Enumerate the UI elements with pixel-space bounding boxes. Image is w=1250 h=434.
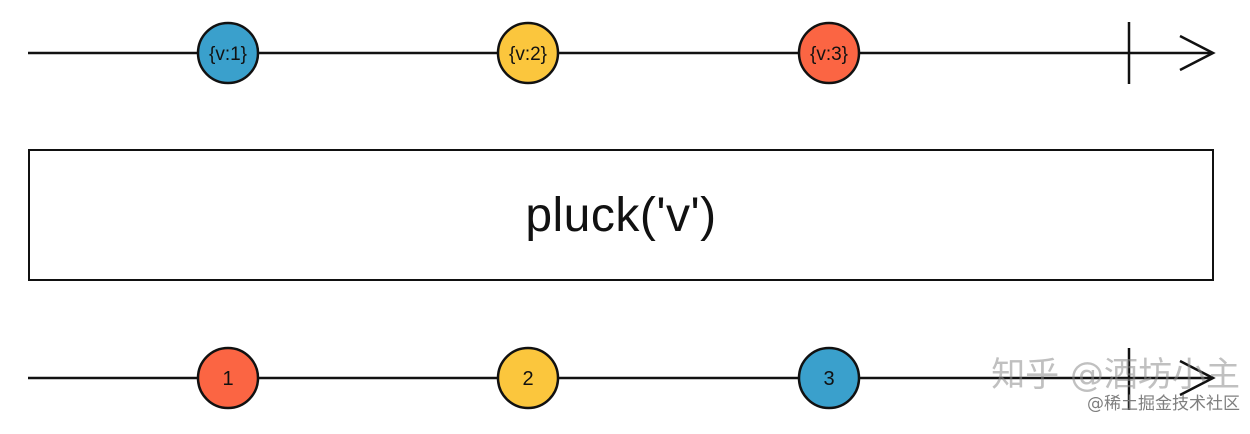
input-marble: {v:3} <box>797 21 861 85</box>
input-marble: {v:2} <box>496 21 560 85</box>
input-marble: {v:1} <box>196 21 260 85</box>
input-marble-circle <box>496 21 560 85</box>
input-marble-circle <box>196 21 260 85</box>
input-marble-circle <box>797 21 861 85</box>
input-arrowhead <box>1179 34 1216 72</box>
output-marble-circle <box>496 346 560 410</box>
output-marble-circle <box>196 346 260 410</box>
output-marble-label: 3 <box>823 368 834 390</box>
operator-label: pluck('v') <box>525 188 717 242</box>
watermark-main: 知乎 @酒坊小主 <box>991 355 1240 395</box>
output-marble-label: 1 <box>222 368 233 390</box>
operator-box: pluck('v') <box>28 149 1214 281</box>
output-marble: 3 <box>797 346 861 410</box>
input-marble-label: {v:1} <box>209 44 247 65</box>
watermark: 知乎 @酒坊小主 @稀土掘金技术社区 <box>991 356 1240 414</box>
output-marble: 2 <box>496 346 560 410</box>
output-marble: 1 <box>196 346 260 410</box>
output-arrowhead <box>1179 359 1216 397</box>
output-marble-label: 2 <box>522 368 533 390</box>
input-marble-label: {v:2} <box>509 44 547 65</box>
input-timeline: {v:1} {v:2} {v:3} <box>28 21 1216 85</box>
watermark-sub: @稀土掘金技术社区 <box>1087 394 1240 414</box>
output-marble-circle <box>797 346 861 410</box>
output-timeline: 1 2 3 <box>28 346 1216 410</box>
input-marble-label: {v:3} <box>810 44 848 65</box>
